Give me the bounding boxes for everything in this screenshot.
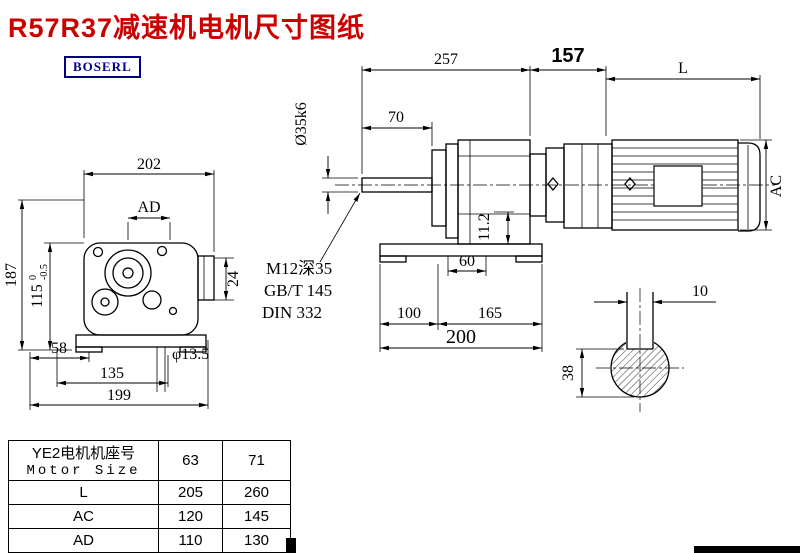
dim-ad: AD [137, 199, 160, 216]
dim-38: 38 [560, 365, 577, 381]
side-view-dimensions: 257 157 L 70 Ø35k6 11.2 M12深35 GB/T 145 … [262, 45, 785, 352]
dim-135: 135 [100, 365, 124, 382]
bottom-right-bar [694, 546, 800, 553]
boserl-logo: BOSERL [64, 56, 141, 78]
fan-cover [738, 142, 761, 232]
dim-202: 202 [137, 156, 161, 173]
row-L-value-71: 260 [222, 480, 291, 505]
page-title: R57R37减速机电机尺寸图纸 [8, 13, 366, 43]
row-AC-value-71: 145 [222, 504, 291, 529]
motor-nameplate [653, 165, 703, 207]
table-row-L: L 205 260 [8, 480, 291, 505]
dim-100: 100 [397, 305, 421, 322]
note-standard-din: DIN 332 [262, 303, 322, 322]
row-L-value-63: 205 [158, 480, 223, 505]
balance-mark-icon [547, 176, 559, 192]
side-view [335, 139, 775, 263]
base-plate [379, 243, 543, 257]
table-header-63: 63 [158, 440, 223, 481]
shaft-section-view: 10 38 [560, 283, 716, 412]
terminal-box-outline [197, 255, 215, 301]
dim-24: 24 [225, 271, 242, 287]
dim-58: 58 [51, 340, 67, 357]
dim-115-tol-upper: 0 [28, 275, 39, 280]
row-label-L: L [8, 480, 159, 505]
dim-165: 165 [478, 305, 502, 322]
dim-115: 115 [29, 284, 46, 307]
dim-70: 70 [388, 109, 404, 126]
dim-257: 257 [434, 51, 458, 68]
ink-mark [286, 538, 296, 553]
table-header-71: 71 [222, 440, 291, 481]
dim-L: L [678, 60, 688, 77]
motor-size-table: YE2电机机座号 Motor Size 63 71 L 205 260 AC 1… [8, 440, 291, 553]
row-label-AC: AC [8, 504, 159, 529]
row-AC-value-63: 120 [158, 504, 223, 529]
dim-157: 157 [551, 45, 584, 67]
dim-199: 199 [107, 387, 131, 404]
row-AD-value-71: 130 [222, 528, 291, 553]
table-header-row: YE2电机机座号 Motor Size 63 71 [8, 440, 291, 481]
row-label-AD: AD [8, 528, 159, 553]
output-bore-circle [104, 249, 152, 297]
motor-endbell [563, 143, 613, 229]
table-header-motor-size: YE2电机机座号 Motor Size [8, 440, 159, 481]
row-AD-value-63: 110 [158, 528, 223, 553]
dim-foot-hole: φ13.5 [172, 346, 209, 363]
dim-200: 200 [446, 326, 476, 348]
dim-ac: AC [768, 175, 785, 197]
table-row-AD: AD 110 130 [8, 528, 291, 553]
table-header-cn: YE2电机机座号 [31, 445, 136, 462]
mounting-feet [75, 334, 207, 348]
dim-115-tol-lower: -0.5 [39, 264, 50, 280]
balance-mark-icon [624, 176, 636, 192]
table-header-en: Motor Size [26, 463, 141, 479]
logo-text: BOSERL [73, 59, 132, 74]
dim-shaft-diameter: Ø35k6 [293, 102, 310, 146]
dim-11-2: 11.2 [476, 213, 493, 240]
note-standard-gb: GB/T 145 [264, 281, 332, 300]
front-view-dimensions: 202 AD 187 115 0 -0.5 24 58 135 [3, 156, 242, 410]
front-view [75, 242, 215, 392]
note-thread: M12深35 [266, 259, 332, 278]
table-row-AC: AC 120 145 [8, 504, 291, 529]
motor-body [611, 139, 739, 231]
dim-187: 187 [3, 263, 20, 287]
dim-10: 10 [692, 283, 708, 300]
dim-60: 60 [459, 253, 475, 270]
